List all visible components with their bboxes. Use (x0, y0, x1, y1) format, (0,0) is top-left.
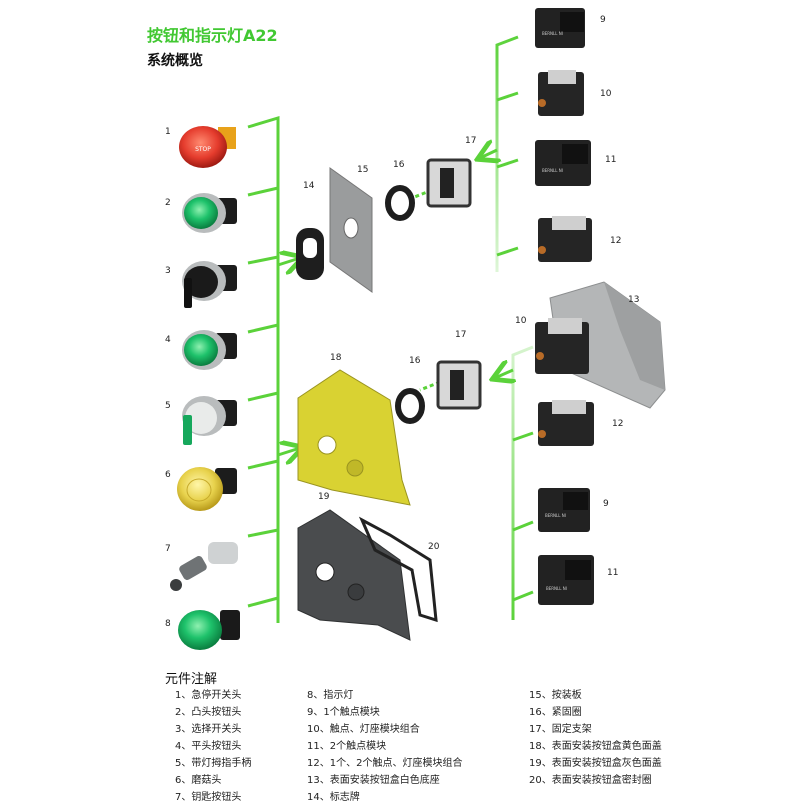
legend-item: 5、带灯拇指手柄 (175, 758, 252, 769)
legend-item: 14、标志牌 (307, 792, 360, 803)
callout-10-lower: 10 (515, 316, 527, 326)
component-legend: 元件注解 1、急停开关头 2、凸头按钮头 3、选择开关头 4、平头按钮头 5、带… (165, 668, 795, 803)
legend-item: 9、1个触点模块 (307, 707, 380, 718)
legend-item: 3、选择开关头 (175, 724, 242, 735)
part-7-key-button-head (170, 542, 238, 591)
legend-item: 6、磨菇头 (175, 775, 222, 786)
part-10-contact-lampholder-combo-upper (538, 70, 584, 116)
legend-item: 11、2个触点模块 (307, 741, 387, 752)
left-connector-lines (247, 115, 300, 623)
callout-19: 19 (318, 492, 330, 502)
module-label: BERNLL NI (546, 586, 567, 591)
callout-18: 18 (330, 353, 342, 363)
part-3-selector-switch-head (182, 261, 237, 308)
part-15-mounting-plate (329, 167, 373, 293)
legend-item: 4、平头按钮头 (175, 741, 242, 752)
legend-heading: 元件注解 (165, 672, 218, 687)
callout-17-lower: 17 (455, 330, 466, 340)
part-20-enclosure-seal (358, 516, 438, 623)
module-label: BERNLL NI (542, 31, 563, 36)
legend-item: 16、紧固圈 (529, 707, 582, 718)
right-upper-connector-lines (411, 35, 519, 272)
callout-12-upper: 12 (610, 236, 621, 246)
callout-7: 7 (165, 544, 171, 554)
part-9-single-contact-module-upper: BERNLL NI (535, 8, 585, 48)
legend-item: 18、表面安装按钮盒黄色面盖 (529, 741, 662, 752)
page-subtitle: 系统概览 (147, 53, 203, 69)
callout-13: 13 (628, 295, 639, 305)
legend-item: 15、按装板 (529, 690, 582, 701)
callout-12-lower: 12 (612, 419, 623, 429)
estop-label: STOP (195, 146, 211, 153)
callout-9-lower: 9 (603, 499, 609, 509)
callout-numbers: 1 2 3 4 5 6 7 8 9 10 11 12 13 10 12 9 11… (165, 15, 639, 629)
callout-4: 4 (165, 335, 171, 345)
legend-item: 2、凸头按钮头 (175, 707, 242, 718)
part-9-single-contact-module-lower: BERNLL NI (538, 488, 590, 532)
callout-20: 20 (428, 542, 440, 552)
part-11-double-contact-module-upper: BERNLL NI (535, 140, 591, 186)
part-17-mounting-bracket-upper (426, 158, 472, 208)
part-4-flush-button-head (182, 330, 237, 370)
part-14-label-holder (296, 228, 324, 280)
callout-1: 1 (165, 127, 171, 137)
callout-3: 3 (165, 266, 171, 276)
callout-16-lower: 16 (409, 356, 421, 366)
legend-item: 19、表面安装按钮盒灰色面盖 (529, 758, 662, 769)
legend-item: 12、1个、2个触点、灯座模块组合 (307, 758, 463, 769)
callout-9-upper: 9 (600, 15, 606, 25)
legend-item: 1、急停开关头 (175, 690, 242, 701)
part-18-yellow-enclosure-cover (297, 369, 411, 506)
part-19-gray-enclosure-cover (297, 509, 411, 641)
legend-column-1: 1、急停开关头 2、凸头按钮头 3、选择开关头 4、平头按钮头 5、带灯拇指手柄… (175, 687, 251, 806)
part-16-fixing-ring-lower (395, 388, 425, 424)
part-16-fixing-ring-upper (385, 185, 415, 221)
legend-item: 8、指示灯 (307, 690, 354, 701)
callout-14: 14 (303, 181, 315, 191)
callout-15: 15 (357, 165, 368, 175)
part-11-double-contact-module-lower: BERNLL NI (538, 555, 594, 605)
part-8-indicator-light (178, 610, 240, 650)
legend-item: 7、钥匙按钮头 (175, 792, 242, 803)
legend-item: 10、触点、灯座模块组合 (307, 724, 420, 735)
page-title: 按钮和指示灯A22 (147, 26, 278, 45)
part-6-mushroom-head (177, 467, 237, 511)
part-17-mounting-bracket-lower (436, 360, 482, 410)
module-label: BERNLL NI (542, 168, 563, 173)
part-10-contact-lampholder-combo-lower (535, 318, 589, 374)
callout-5: 5 (165, 401, 171, 411)
callout-16-upper: 16 (393, 160, 405, 170)
legend-item: 13、表面安装按钮盒白色底座 (307, 775, 440, 786)
part-2-raised-button-head (182, 193, 237, 233)
part-12-combo-module-lower (538, 400, 594, 446)
callout-11-lower: 11 (607, 568, 618, 578)
legend-item: 17、固定支架 (529, 724, 592, 735)
legend-column-3: 15、按装板 16、紧固圈 17、固定支架 18、表面安装按钮盒黄色面盖 19、… (529, 687, 662, 789)
part-12-combo-module-upper (538, 216, 592, 262)
callout-17-upper: 17 (465, 136, 476, 146)
part-5-illuminated-thumb-selector (182, 396, 237, 445)
callout-10-upper: 10 (600, 89, 612, 99)
legend-column-2: 8、指示灯 9、1个触点模块 10、触点、灯座模块组合 11、2个触点模块 12… (307, 687, 462, 806)
callout-2: 2 (165, 198, 171, 208)
callout-6: 6 (165, 470, 171, 480)
legend-item: 20、表面安装按钮盒密封圈 (529, 775, 652, 786)
callout-8: 8 (165, 619, 171, 629)
module-label: BERNLL NI (545, 513, 566, 518)
callout-11-upper: 11 (605, 155, 616, 165)
part-1-emergency-stop-head: STOP (179, 126, 236, 168)
